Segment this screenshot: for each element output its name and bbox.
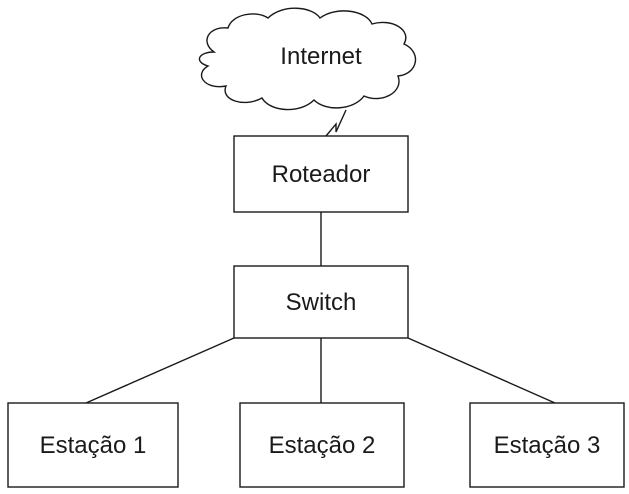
router-box xyxy=(233,135,409,213)
internet-label: Internet xyxy=(280,43,362,70)
station-3-label: Estação 3 xyxy=(494,432,601,459)
switch-station3-link xyxy=(407,337,556,404)
internet-router-link xyxy=(325,109,347,137)
station-3-node: Estação 3 xyxy=(469,402,625,488)
internet-cloud: Internet xyxy=(198,7,416,111)
switch-label: Switch xyxy=(286,289,357,316)
switch-station1-link xyxy=(85,337,235,404)
station-1-node: Estação 1 xyxy=(7,402,179,488)
station-2-box xyxy=(239,402,405,488)
station-3-box xyxy=(469,402,625,488)
router-label: Roteador xyxy=(272,161,371,188)
station-1-label: Estação 1 xyxy=(40,432,147,459)
cloud-shape xyxy=(198,7,416,111)
router-node: Roteador xyxy=(233,135,409,213)
station-2-node: Estação 2 xyxy=(239,402,405,488)
switch-box xyxy=(233,265,409,339)
station-2-label: Estação 2 xyxy=(269,432,376,459)
switch-node: Switch xyxy=(233,265,409,339)
station-1-box xyxy=(7,402,179,488)
